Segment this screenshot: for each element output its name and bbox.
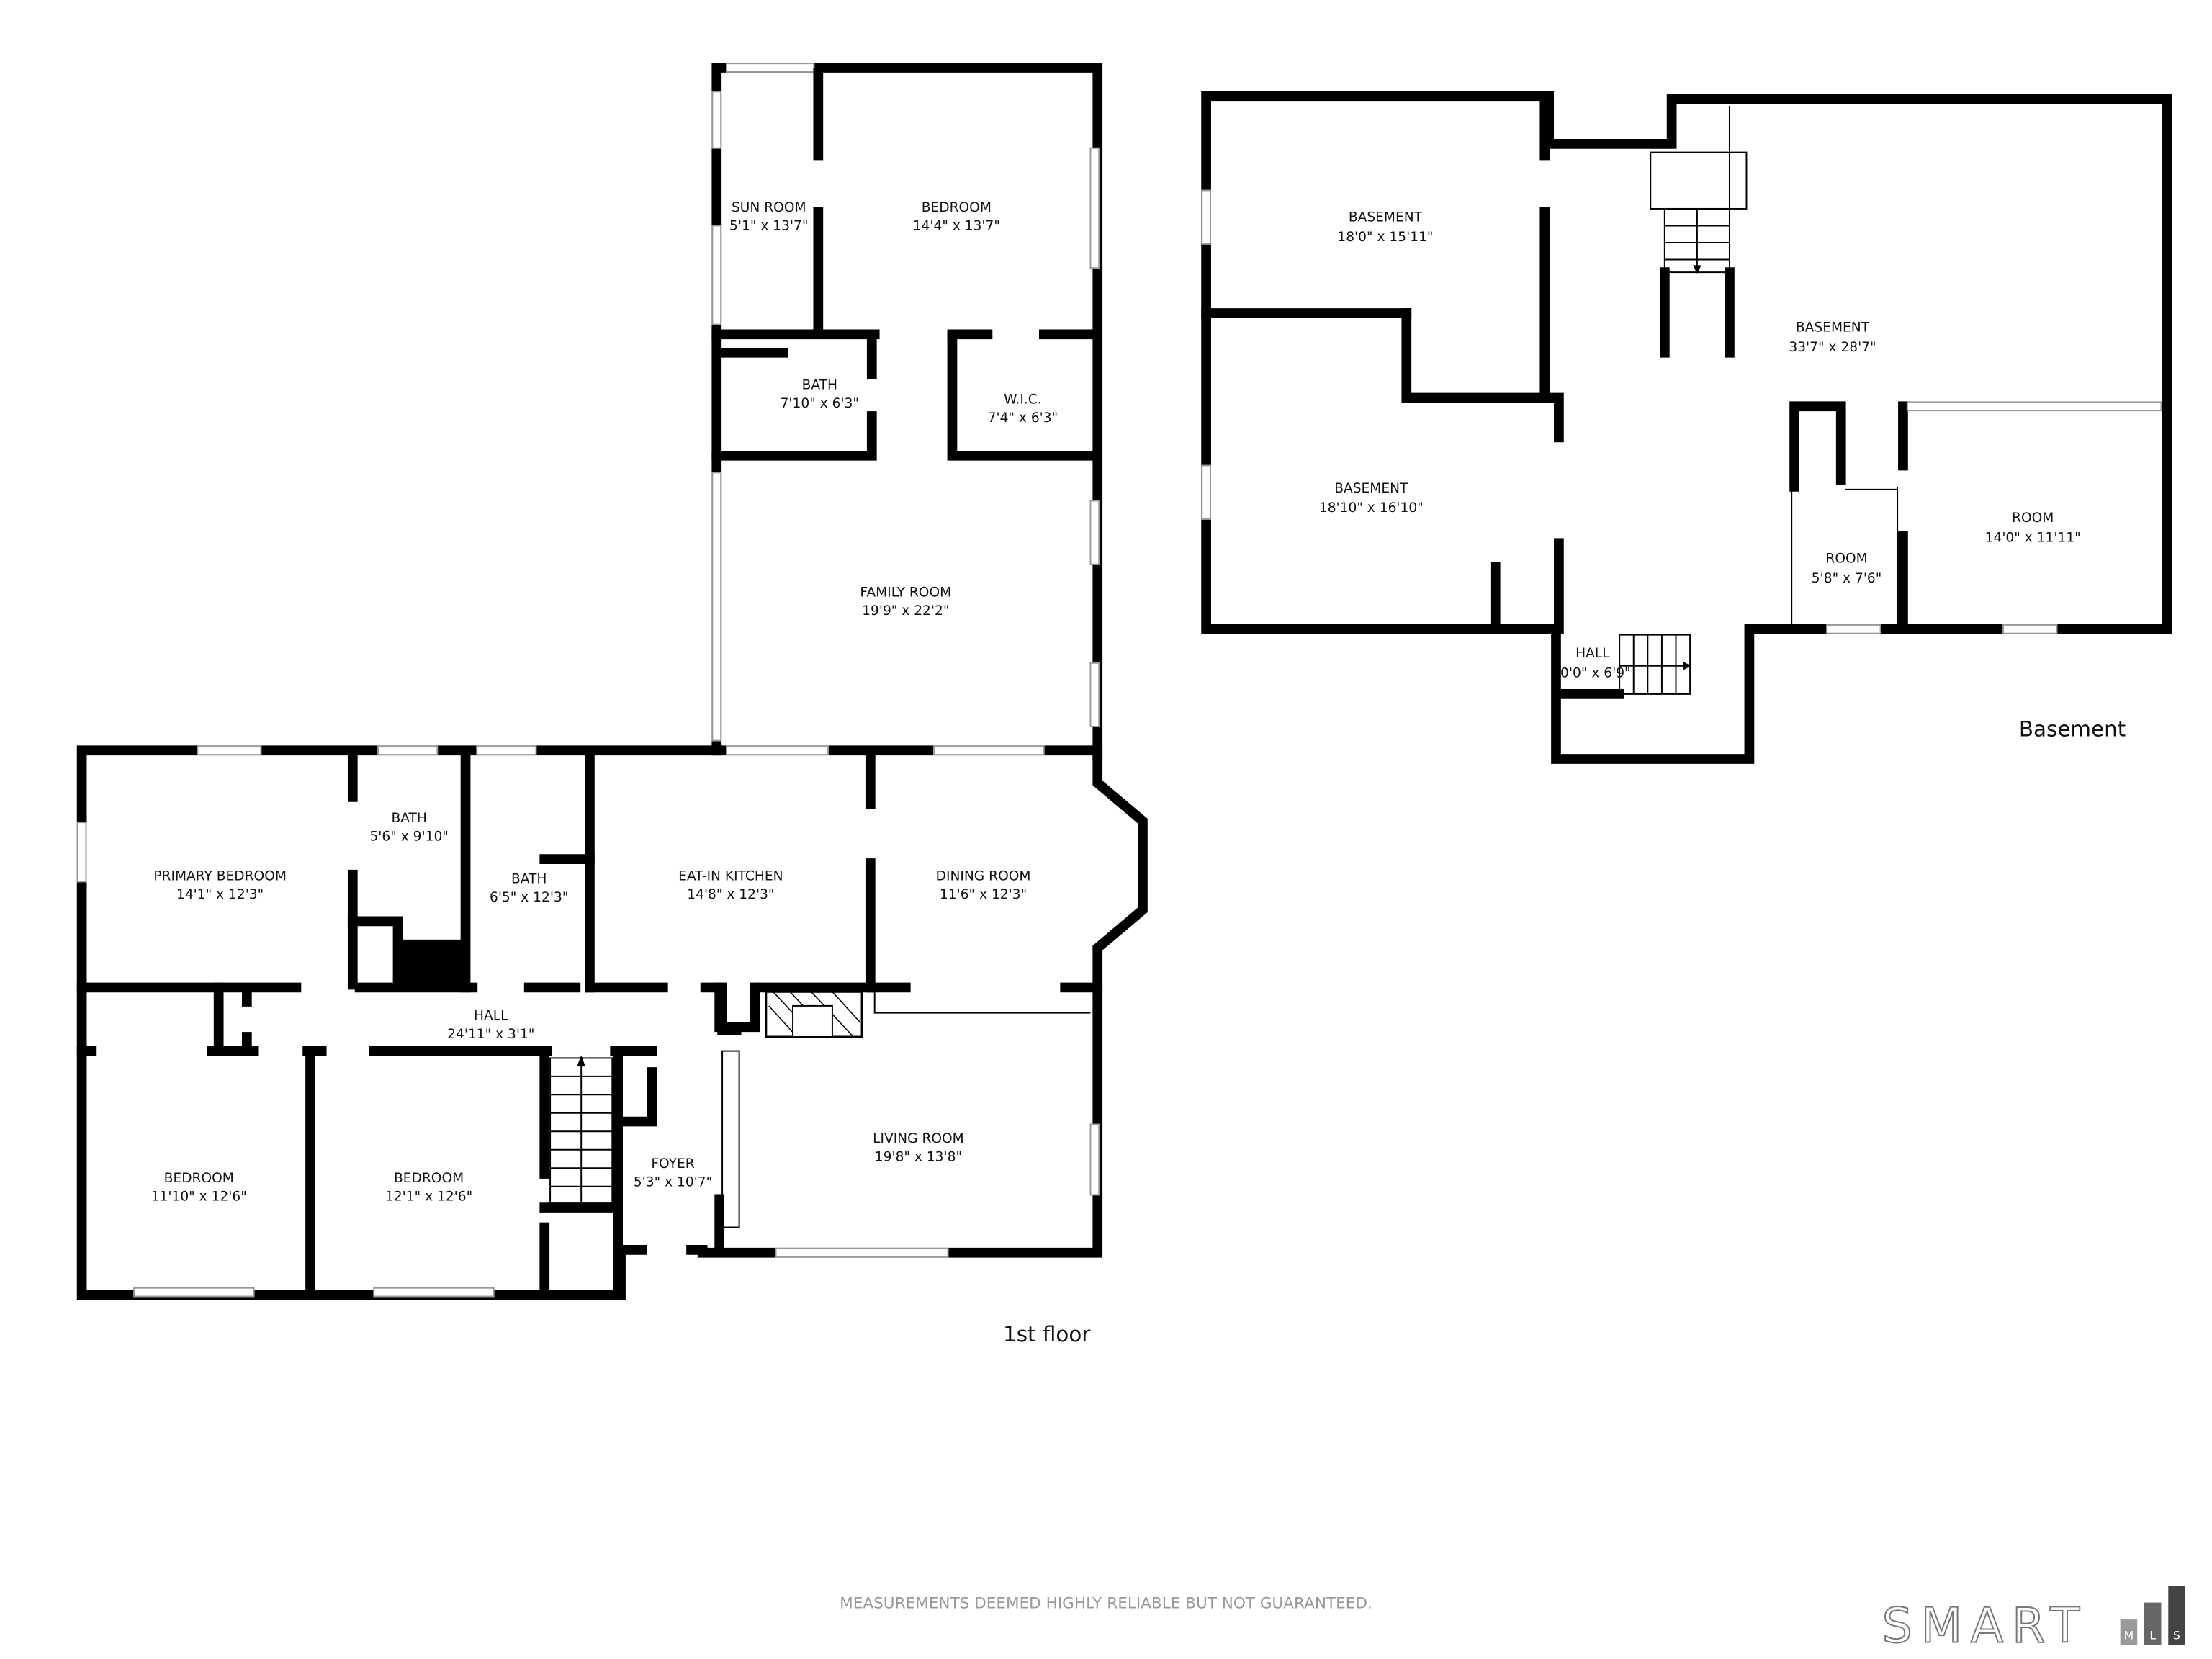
room-size: 5'3" x 10'7" xyxy=(634,1175,712,1190)
room-name: ROOM xyxy=(1825,552,1867,567)
fireplace xyxy=(765,990,863,1038)
room-size: 33'7" x 28'7" xyxy=(1789,340,1876,355)
room-size: 19'8" x 13'8" xyxy=(875,1149,962,1164)
hall-stairs xyxy=(1619,634,1692,695)
first-floor-room-labels: SUN ROOM 5'1" x 13'7" BEDROOM 14'4" x 13… xyxy=(151,200,1092,1346)
room-size: 19'9" x 22'2" xyxy=(862,603,949,619)
room-name: W.I.C. xyxy=(1004,392,1042,407)
basement-walls xyxy=(1201,91,2172,764)
room-size: 5'6" x 9'10" xyxy=(369,830,448,845)
room-name: BEDROOM xyxy=(922,200,992,215)
logo-bar-s: S xyxy=(2173,1629,2180,1642)
stairs xyxy=(549,1055,613,1205)
room-name: BATH xyxy=(511,871,547,886)
room-size: 0'0" x 6'9" xyxy=(1560,665,1631,680)
room-size: 14'8" x 12'3" xyxy=(687,887,774,902)
room-size: 6'5" x 12'3" xyxy=(490,890,568,905)
chimney-block xyxy=(397,939,466,988)
room-size: 18'10" x 16'10" xyxy=(1319,500,1424,516)
logo-bar-m: M xyxy=(2124,1629,2134,1642)
room-name: PRIMARY BEDROOM xyxy=(153,869,287,884)
room-name: ROOM xyxy=(2012,511,2054,526)
room-name: HALL xyxy=(1575,646,1610,661)
room-name: BASEMENT xyxy=(1334,481,1408,496)
basement-stairs xyxy=(1650,105,1748,274)
room-name: BASEMENT xyxy=(1349,210,1423,225)
room-size: 14'0" x 11'11" xyxy=(1985,530,2081,545)
room-name: BEDROOM xyxy=(394,1171,464,1186)
room-size: 11'6" x 12'3" xyxy=(940,887,1027,902)
first-floor-walls xyxy=(76,63,1148,1300)
floor-label: Basement xyxy=(2019,717,2126,742)
floor-label: 1st floor xyxy=(1003,1322,1091,1346)
smart-mls-logo: SMART M L S xyxy=(1881,1586,2185,1654)
basement-room-labels: BASEMENT 18'0" x 15'11" BASEMENT 18'10" … xyxy=(1319,210,2126,742)
room-size: 12'1" x 12'6" xyxy=(385,1189,472,1204)
logo-bar-l: L xyxy=(2149,1629,2156,1642)
room-name: FAMILY ROOM xyxy=(860,585,951,601)
room-size: 14'4" x 13'7" xyxy=(913,218,1000,233)
room-name: HALL xyxy=(474,1008,508,1023)
room-name: EAT-IN KITCHEN xyxy=(678,869,783,884)
room-size: 5'8" x 7'6" xyxy=(1812,571,1882,586)
room-name: LIVING ROOM xyxy=(873,1131,964,1146)
room-name: SUN ROOM xyxy=(732,200,806,215)
room-size: 5'1" x 13'7" xyxy=(729,218,808,233)
room-size: 24'11" x 3'1" xyxy=(447,1027,534,1042)
room-name: BEDROOM xyxy=(164,1171,234,1186)
logo-text: SMART xyxy=(1882,1597,2088,1653)
room-size: 11'10" x 12'6" xyxy=(151,1189,247,1204)
room-name: BATH xyxy=(391,811,426,826)
room-name: DINING ROOM xyxy=(936,869,1031,884)
room-size: 14'1" x 12'3" xyxy=(176,887,264,902)
room-name: FOYER xyxy=(651,1156,694,1172)
room-size: 7'4" x 6'3" xyxy=(988,410,1058,426)
disclaimer: MEASUREMENTS DEEMED HIGHLY RELIABLE BUT … xyxy=(840,1594,1372,1612)
room-size: 18'0" x 15'11" xyxy=(1337,230,1433,245)
room-size: 7'10" x 6'3" xyxy=(781,396,859,411)
room-name: BASEMENT xyxy=(1796,320,1870,335)
room-name: BATH xyxy=(802,378,837,393)
